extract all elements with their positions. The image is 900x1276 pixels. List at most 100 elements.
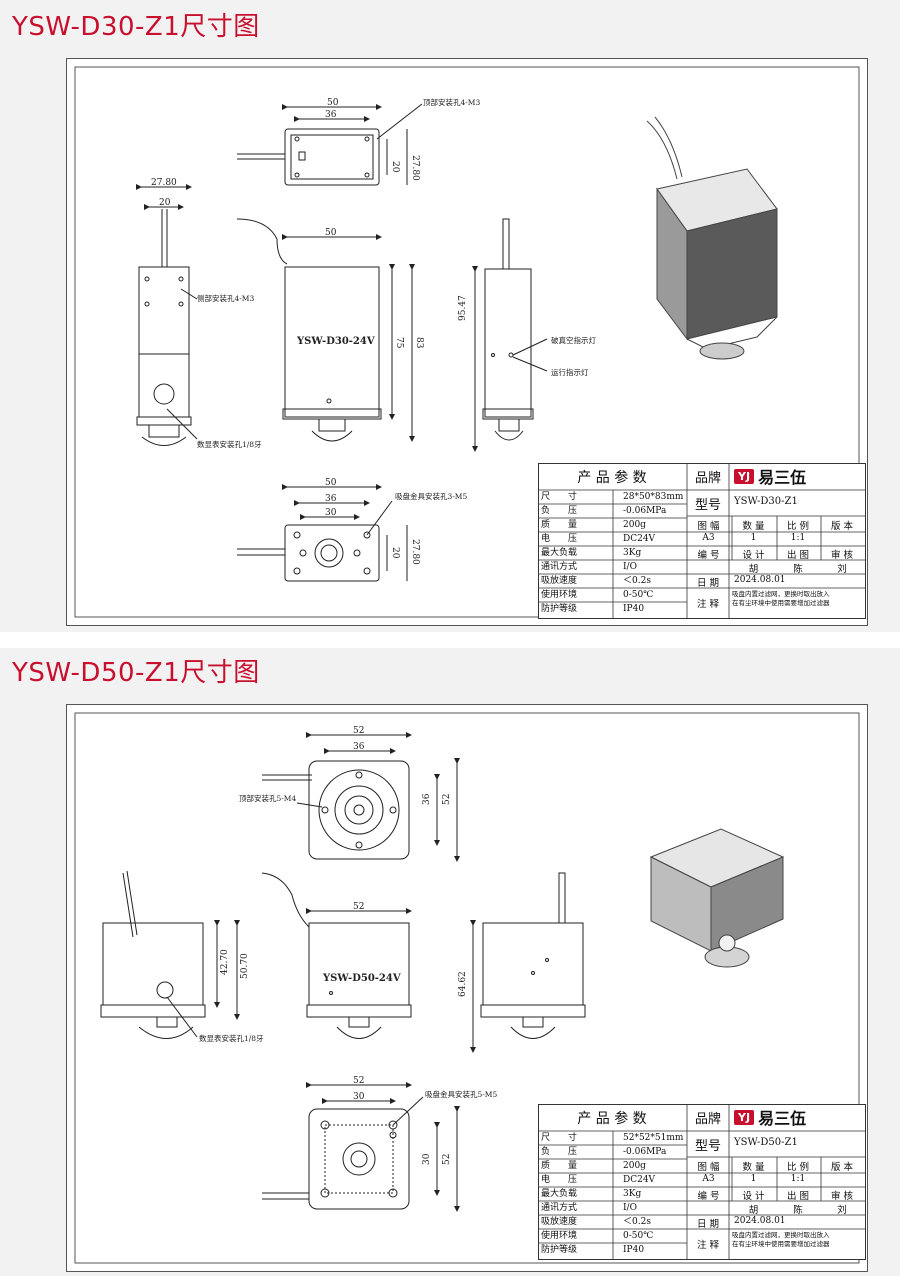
- param-key: 吸放速度: [541, 576, 578, 586]
- iso-view: [649, 828, 785, 968]
- dim-bottom-h2: 27.80: [410, 539, 420, 565]
- tb-h1: 图 幅: [697, 521, 720, 532]
- param-value: IP40: [623, 604, 645, 614]
- model-value: YSW-D30-Z1: [734, 496, 798, 507]
- param-value: DC24V: [623, 1175, 656, 1185]
- tb-h8: 审 核: [830, 1191, 854, 1202]
- side-view: [100, 870, 240, 1039]
- param-row: 使用环境 0-50℃: [538, 1229, 686, 1243]
- param-value: 28*50*83mm: [623, 492, 684, 502]
- param-key: 尺 寸: [541, 492, 578, 502]
- dim-top-h2: 52: [442, 794, 452, 805]
- param-key: 吸放速度: [541, 1217, 578, 1227]
- drawing-sheet: 52 36 36 52 顶部安装孔5-M4 42.70 50.70 数显表安装孔…: [66, 704, 868, 1272]
- param-value: 52*52*51mm: [623, 1133, 684, 1143]
- param-key: 通讯方式: [541, 1203, 578, 1213]
- param-value: 3Kg: [623, 548, 642, 558]
- front-model-text: YSW-D30-24V: [296, 336, 375, 347]
- section-d30: YSW-D30-Z1尺寸图 50 36: [0, 0, 900, 632]
- tb-v3: 1:1: [790, 533, 806, 543]
- tb-v2: 1: [750, 533, 757, 543]
- brand-mark-icon: YJ: [734, 1109, 755, 1125]
- label-run-light: 运行指示灯: [551, 367, 589, 377]
- title-block-grid: [539, 464, 865, 618]
- dim-bottom-36: 36: [325, 494, 337, 504]
- param-key: 尺 寸: [541, 1133, 578, 1143]
- brand-label: 品牌: [694, 471, 721, 486]
- label-side-holes: 侧部安装孔4-M3: [197, 293, 254, 303]
- date-label: 日 期: [696, 1219, 720, 1230]
- top-view: [262, 732, 460, 862]
- technical-drawing: 50 36 20 27.80 顶部安装孔4-M3 27.80: [74, 66, 860, 618]
- note-label: 注 释: [696, 1240, 720, 1251]
- dim-top-inner: 36: [353, 742, 365, 752]
- brand-label: 品牌: [694, 1112, 721, 1127]
- dim-left-h1: 42.70: [220, 949, 230, 975]
- param-key: 使用环境: [541, 1231, 578, 1241]
- param-key: 防护等级: [541, 1245, 578, 1255]
- param-row: 通讯方式 I/O: [538, 560, 686, 574]
- params-header: 产 品 参 数: [577, 470, 647, 486]
- tb-h2: 数 量: [742, 521, 765, 532]
- tb-h3: 比 例: [786, 1162, 810, 1173]
- tb-v7: 陈: [793, 564, 803, 575]
- tb-v3: 1:1: [790, 1174, 806, 1184]
- param-key: 通讯方式: [541, 562, 578, 572]
- dim-bottom-w: 50: [325, 478, 337, 488]
- dim-side-w: 27.80: [151, 178, 177, 188]
- front-view: [236, 218, 415, 442]
- front-view: [261, 872, 412, 1039]
- param-key: 负 压: [541, 1147, 578, 1157]
- param-row: 负 压-0.06MPa: [538, 1145, 686, 1159]
- brand-logo: YJ 易三伍: [734, 1106, 862, 1128]
- param-value: 200g: [623, 520, 646, 530]
- iso-view: [646, 116, 778, 360]
- tb-v6: 胡: [748, 564, 759, 575]
- label-cup-holes: 吸盘金具安装孔3-M5: [395, 491, 467, 501]
- param-key: 最大负载: [541, 548, 578, 558]
- brand-name: 易三伍: [758, 468, 807, 487]
- dim-bottom-h2: 52: [442, 1154, 452, 1165]
- tb-v4: [820, 1174, 864, 1184]
- model-label: 型号: [694, 1139, 721, 1154]
- brand-name: 易三伍: [758, 1109, 807, 1128]
- bottom-view: [262, 1082, 460, 1212]
- title-block-grid: [539, 1105, 865, 1259]
- param-value: 0-50℃: [623, 1231, 654, 1241]
- dim-front-h1: 75: [394, 337, 404, 349]
- label-top-holes: 顶部安装孔5-M4: [239, 793, 296, 803]
- dim-left-h2: 50.70: [240, 953, 250, 979]
- right-view: [472, 218, 548, 452]
- params-header: 产 品 参 数: [577, 1111, 647, 1127]
- param-value: I/O: [623, 562, 637, 572]
- tb-h2: 数 量: [742, 1162, 765, 1173]
- tb-v1: A3: [702, 533, 715, 543]
- tb-h4: 版 本: [830, 1162, 854, 1173]
- dim-top-w: 50: [327, 98, 339, 108]
- dim-front-h2: 83: [414, 337, 424, 349]
- label-gauge-hole: 数显表安装孔1/8牙: [199, 1033, 264, 1043]
- param-value: ＜0.2s: [623, 1217, 651, 1227]
- front-model-text: YSW-D50-24V: [322, 973, 401, 984]
- tb-v6: 胡: [748, 1205, 759, 1216]
- param-key: 质 量: [541, 520, 578, 530]
- tb-v1: A3: [702, 1174, 715, 1184]
- dim-front-w: 50: [325, 228, 337, 238]
- param-key: 电 压: [541, 534, 578, 544]
- tb-h5: 编 号: [697, 550, 720, 561]
- param-key: 负 压: [541, 506, 578, 516]
- label-gauge-hole: 数显表安装孔1/8牙: [197, 439, 262, 449]
- dim-bottom-w: 52: [353, 1076, 364, 1086]
- note-line-1: 吸盘内置过滤网，更换时取出放入: [732, 590, 830, 598]
- tb-h4: 版 本: [830, 521, 854, 532]
- section-title: YSW-D30-Z1尺寸图: [12, 12, 260, 42]
- tb-h6: 设 计: [742, 1191, 765, 1202]
- tb-v4: [820, 533, 864, 543]
